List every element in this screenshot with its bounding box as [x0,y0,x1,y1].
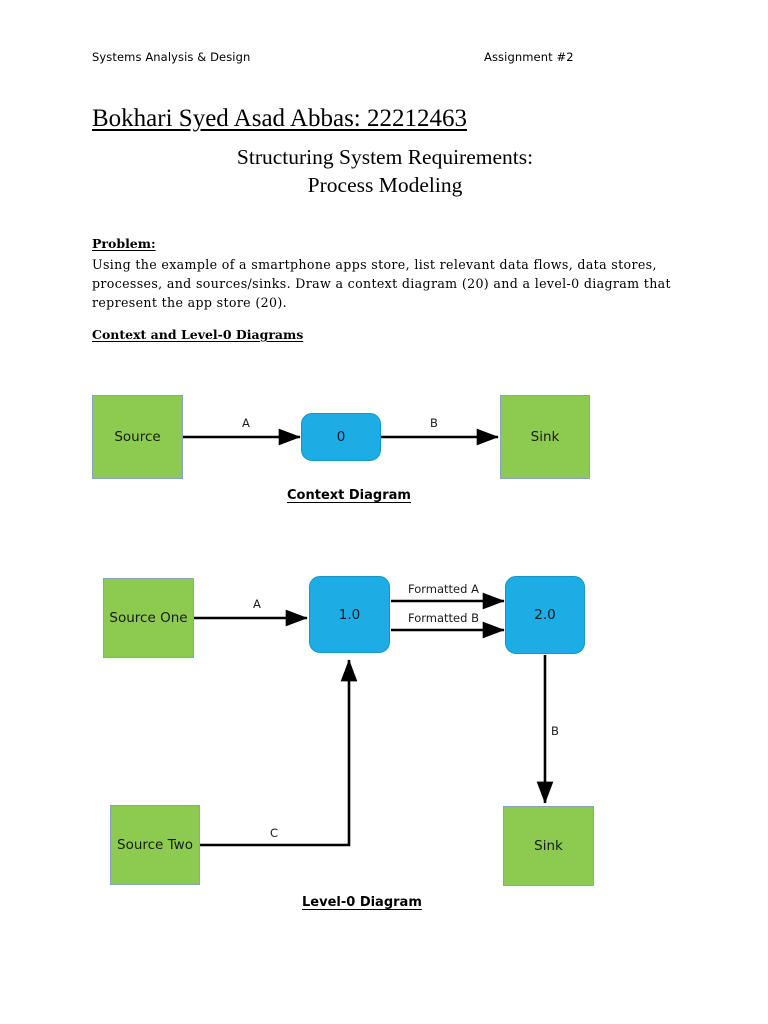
level0-flow-label-formatted-a: Formatted A [408,582,479,596]
level0-node-sink[interactable]: Sink [503,806,594,886]
context-node-process-0-label: 0 [336,429,346,445]
level0-flow-label-b: B [551,724,559,738]
level0-diagram-caption: Level-0 Diagram [302,895,422,910]
context-node-process-0[interactable]: 0 [301,413,381,461]
level0-node-process-2-label: 2.0 [534,607,556,623]
level0-flow-c-arrow [199,659,358,847]
level0-flow-label-c: C [270,826,279,840]
level0-node-source-two[interactable]: Source Two [110,805,200,885]
context-node-source[interactable]: Source [92,395,183,479]
context-flow-label-b: B [430,416,438,430]
diagrams-section-heading: Context and Level-0 Diagrams [92,327,304,342]
context-node-sink[interactable]: Sink [500,395,590,479]
level0-node-process-1-label: 1.0 [338,606,361,623]
level0-node-process-2[interactable]: 2.0 [505,576,585,654]
context-diagram-caption: Context Diagram [287,488,411,503]
page-header: Systems Analysis & Design Assignment #2 [92,50,678,70]
header-assignment: Assignment #2 [484,50,574,64]
level0-node-source-two-label: Source Two [117,837,193,853]
level0-flow-label-formatted-b: Formatted B [408,611,479,625]
level0-node-sink-label: Sink [534,838,563,854]
header-course-title: Systems Analysis & Design [92,50,251,64]
level0-flow-label-a: A [253,597,261,611]
context-diagram: Source 0 Sink A B Context Diagram [0,380,768,515]
level0-node-process-1[interactable]: 1.0 [309,576,390,653]
context-node-source-label: Source [114,429,161,445]
context-flow-label-a: A [242,416,250,430]
level0-diagram: Source One Source Two 1.0 2.0 Sink A For… [0,560,768,920]
level0-node-source-one[interactable]: Source One [103,578,194,658]
level0-diagram-connectors [194,592,554,847]
level0-node-source-one-label: Source One [109,610,188,626]
problem-statement: Using the example of a smartphone apps s… [92,257,671,310]
context-diagram-connectors [183,428,499,446]
context-node-sink-label: Sink [530,429,560,445]
document-title-line-2: Process Modeling [307,172,463,197]
student-name-and-id: Bokhari Syed Asad Abbas: 22212463 [92,105,467,132]
document-title-line-1: Structuring System Requirements: [236,145,534,169]
problem-heading: Problem: [92,236,156,251]
document-title: Structuring System Requirements: Process… [92,144,678,199]
